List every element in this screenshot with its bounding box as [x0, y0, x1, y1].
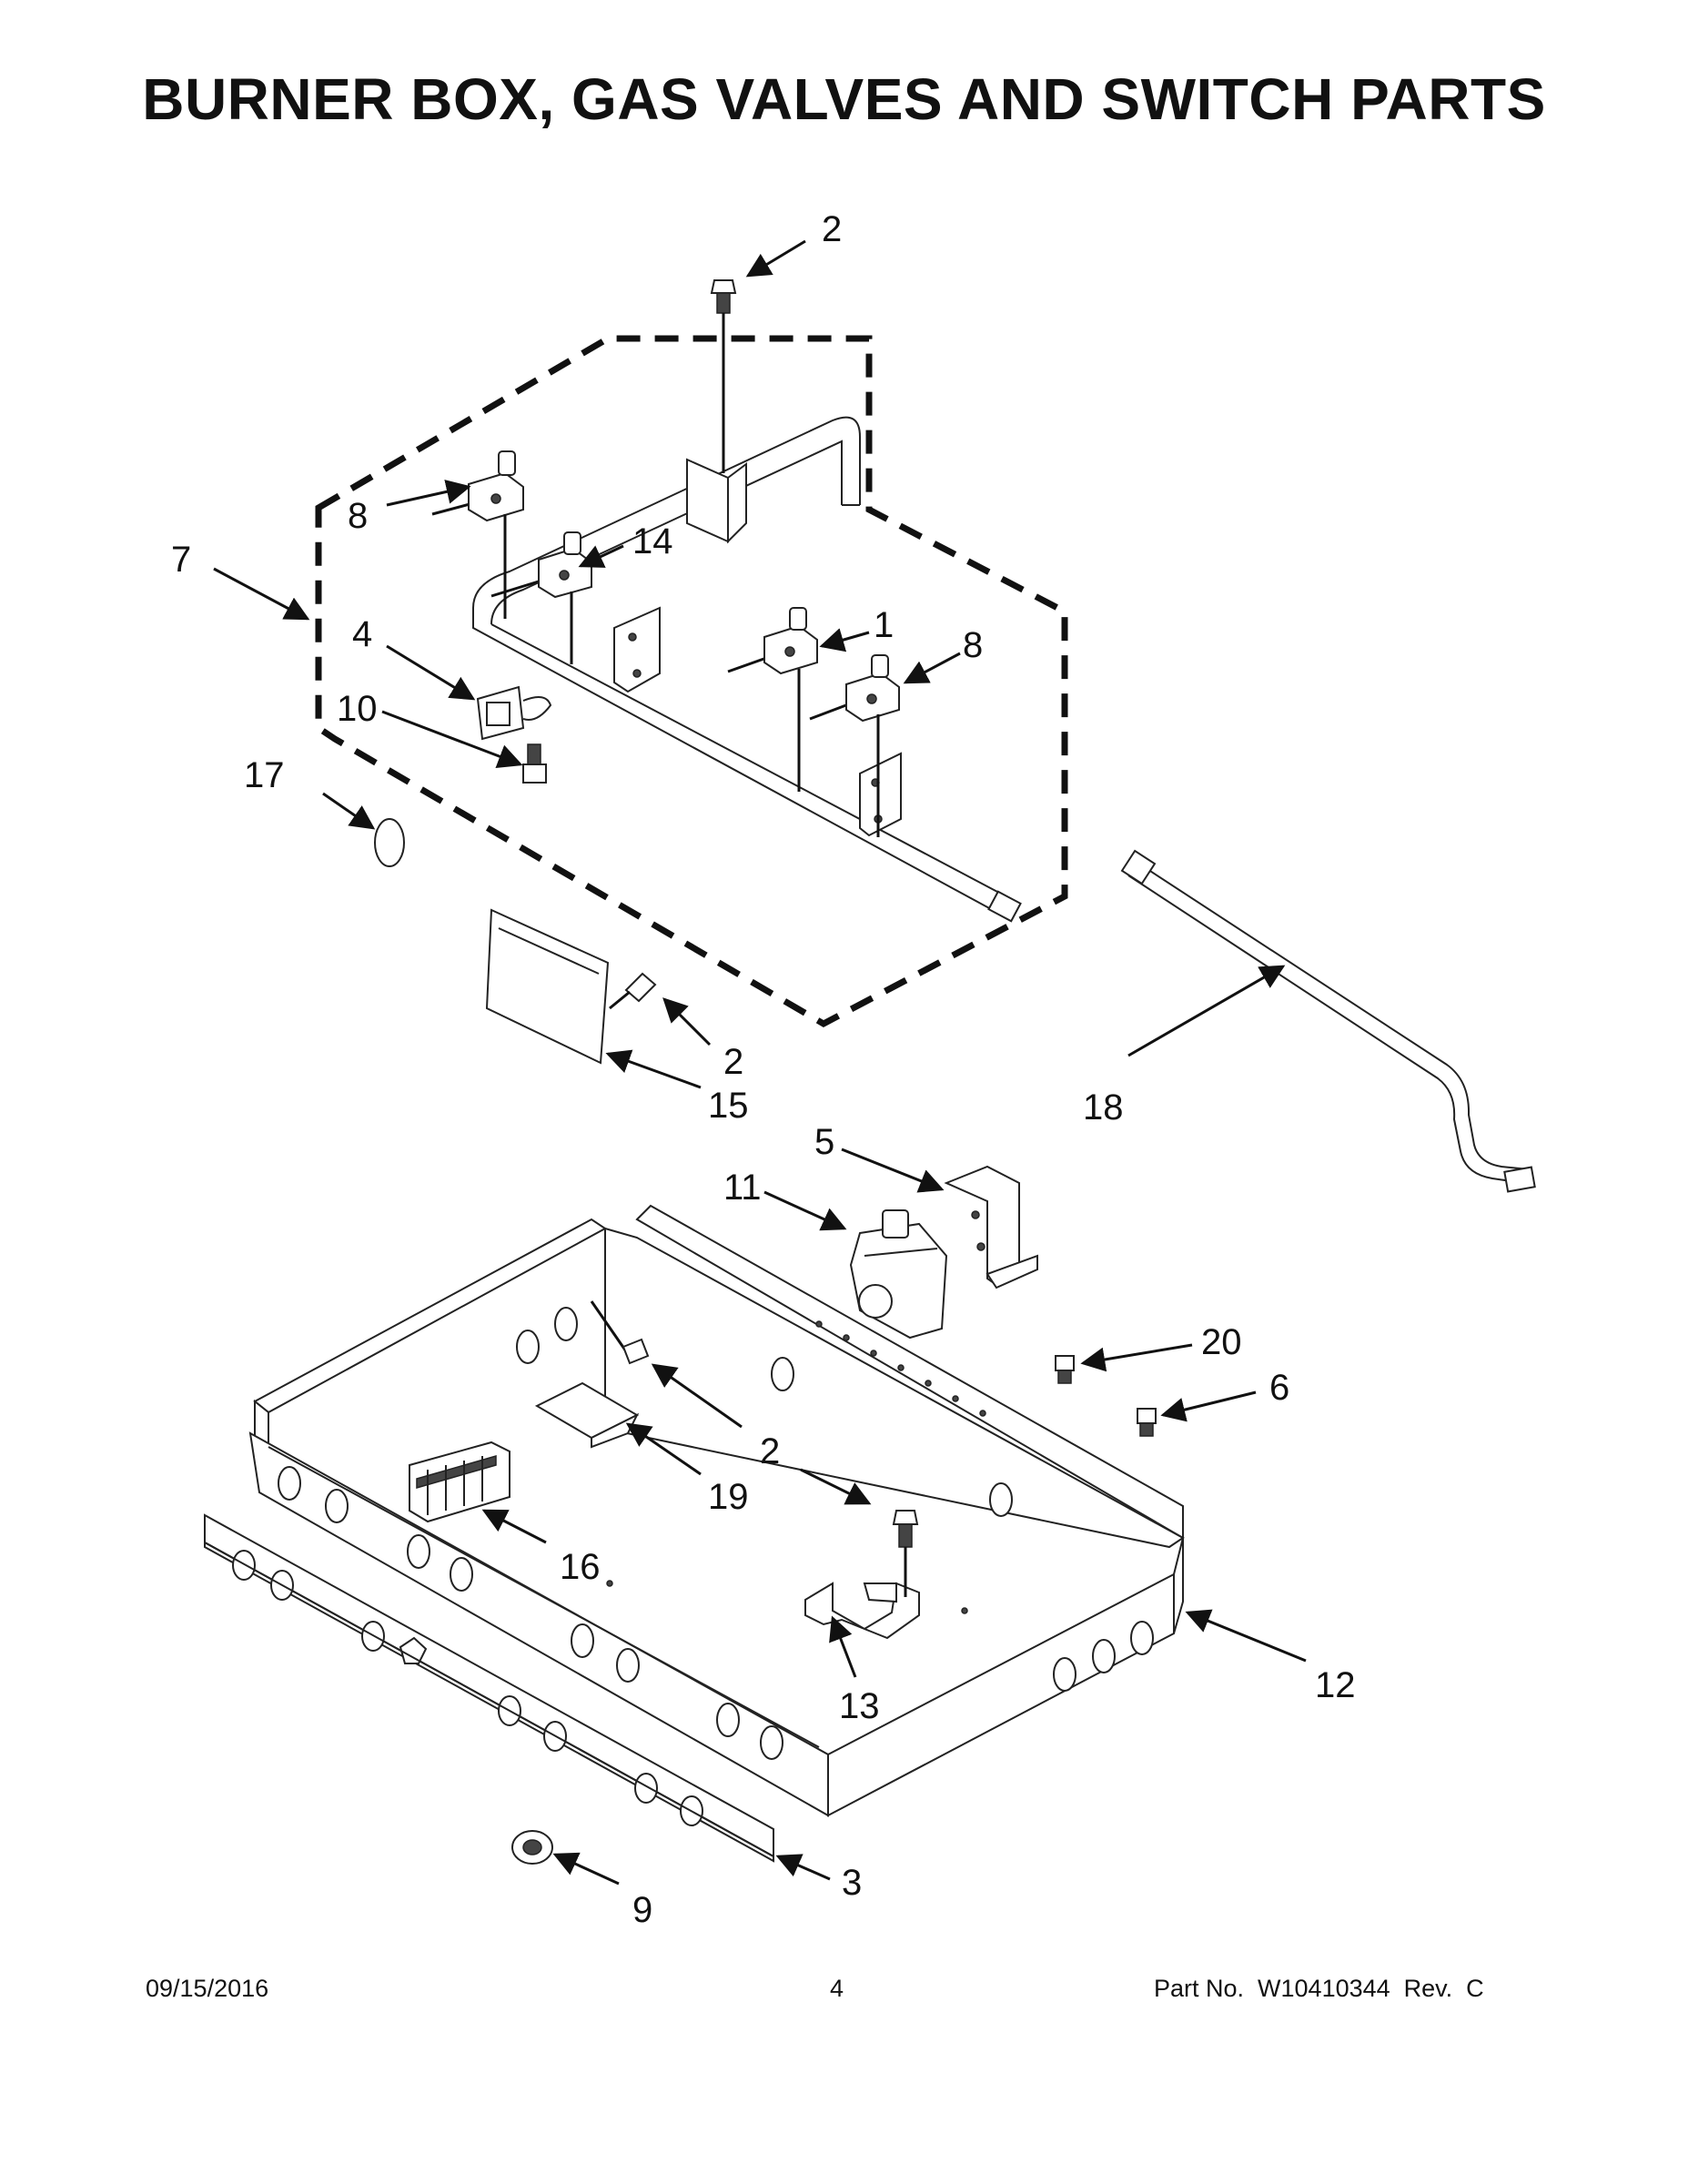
callout-14: 14: [632, 521, 673, 561]
mounting-bracket: [804, 1582, 920, 1640]
screw: [522, 743, 547, 784]
callout-20: 20: [1201, 1322, 1242, 1362]
gas-valve: [727, 607, 818, 792]
front-trim-panel-face: [204, 1515, 774, 1858]
callout-12: 12: [1315, 1665, 1356, 1705]
callout-7: 7: [171, 540, 191, 580]
callout-3: 3: [842, 1863, 862, 1903]
callout-9: 9: [632, 1890, 652, 1930]
control-knob: [511, 1830, 553, 1865]
pressure-regulator: [849, 1209, 948, 1340]
callout-4: 4: [352, 614, 372, 654]
callout-11: 11: [723, 1168, 762, 1208]
callout-2: 2: [723, 1042, 743, 1082]
manifold-assembly-outline: [315, 335, 1068, 1028]
screw: [590, 1300, 650, 1365]
cover-plate: [485, 908, 610, 1065]
screw: [609, 972, 657, 1010]
screw: [710, 279, 737, 473]
gas-valve: [490, 531, 592, 664]
callout-6: 6: [1269, 1368, 1289, 1408]
callout-labels: 2 8 14 7 4 1 8 10 17 2 15 18 5 11 20 6 2…: [171, 209, 1356, 1930]
callout-2: 2: [760, 1431, 780, 1471]
callout-15: 15: [708, 1086, 749, 1126]
footer-part-number: Part No. W10410344 Rev. C: [1154, 1975, 1484, 2002]
screw: [892, 1510, 919, 1597]
switch-bracket: [534, 1381, 640, 1449]
washer: [374, 818, 405, 867]
callout-8: 8: [348, 496, 368, 536]
leader-arrows: [213, 239, 1307, 1886]
callout-10: 10: [337, 689, 378, 729]
callout-2: 2: [822, 209, 842, 249]
manifold-bracket: [686, 458, 747, 544]
orifice-fitting: [1055, 1355, 1075, 1384]
manifold-bracket: [859, 752, 902, 837]
gas-valve: [431, 450, 524, 619]
pipe-clip: [476, 685, 552, 741]
footer-page-number: 4: [830, 1975, 844, 2002]
callout-19: 19: [708, 1477, 749, 1517]
callout-13: 13: [839, 1686, 880, 1726]
callout-1: 1: [874, 605, 894, 645]
burner-box: [248, 1204, 1185, 1817]
gas-supply-tube: [1120, 849, 1536, 1193]
regulator-bracket: [944, 1165, 1038, 1289]
manifold-bracket: [613, 606, 661, 693]
callout-8: 8: [963, 625, 983, 665]
callout-16: 16: [560, 1547, 601, 1587]
gas-valve: [809, 654, 900, 837]
callout-18: 18: [1083, 1087, 1124, 1127]
callout-5: 5: [814, 1122, 834, 1162]
callout-17: 17: [244, 755, 285, 795]
page-title: BURNER BOX, GAS VALVES AND SWITCH PARTS: [142, 66, 1546, 132]
orifice-fitting: [1137, 1408, 1157, 1437]
ignition-switch-module: [409, 1441, 510, 1523]
footer-date: 09/15/2016: [146, 1975, 269, 2002]
